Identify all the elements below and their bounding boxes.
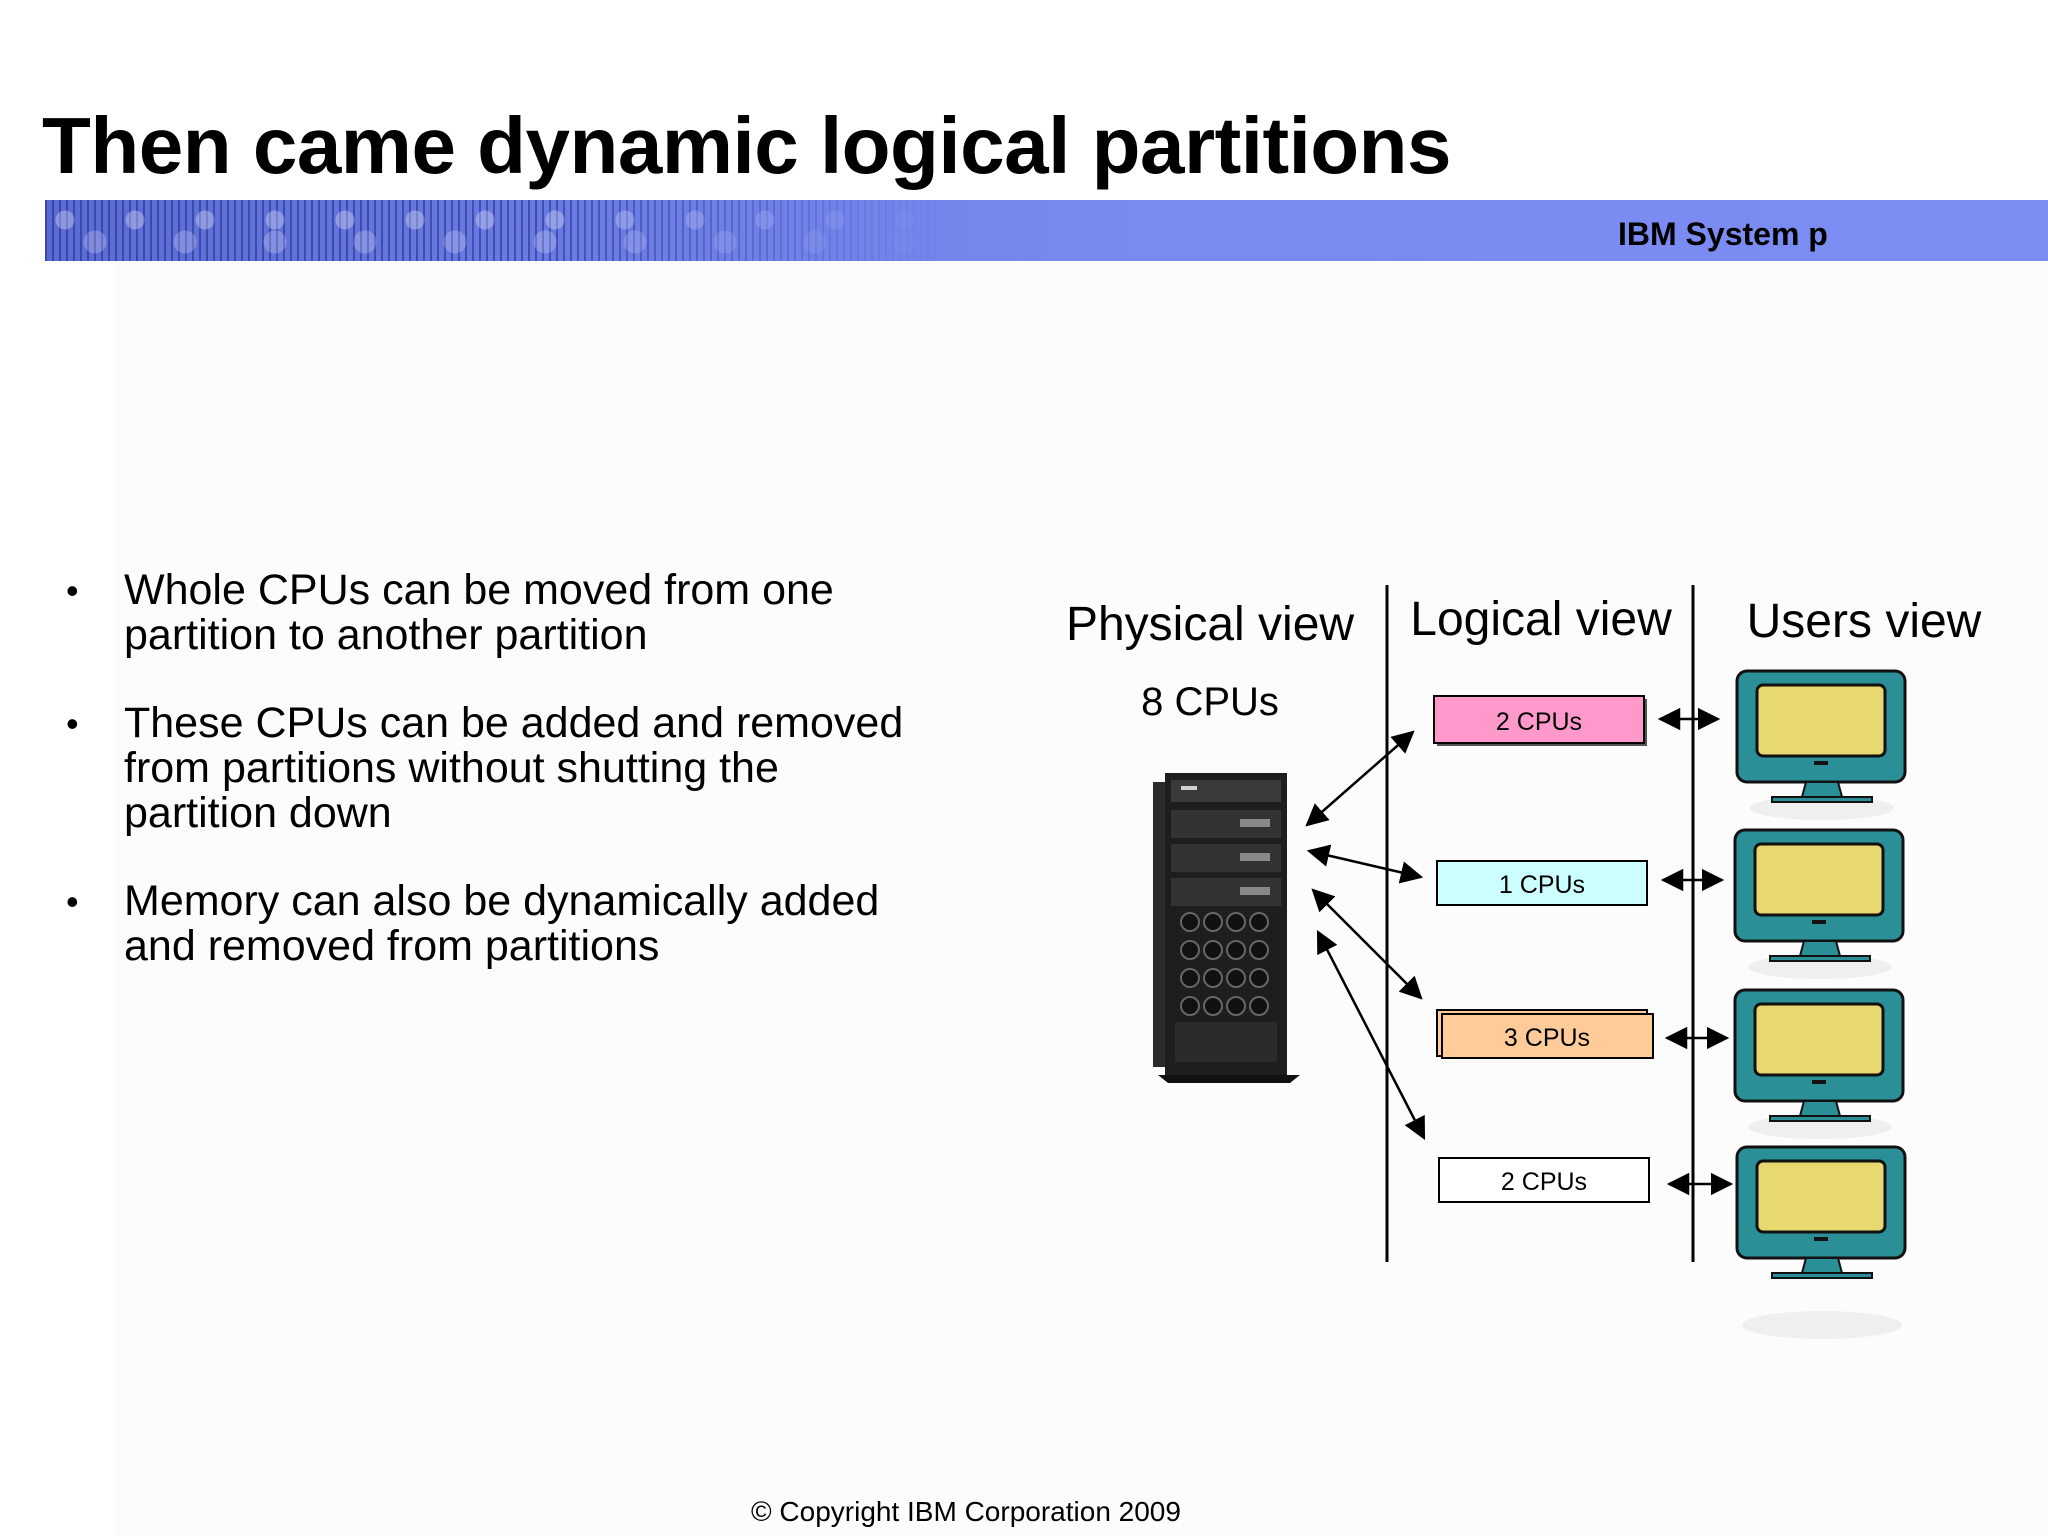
logical-view-header: Logical view bbox=[1410, 593, 1672, 646]
partition-box: 3 CPUs bbox=[1436, 1009, 1654, 1059]
bullet-line: partition to another partition bbox=[124, 611, 648, 659]
bullet-line: and removed from partitions bbox=[124, 922, 660, 970]
connector-arrows bbox=[1305, 730, 1426, 1141]
copyright-footer: © Copyright IBM Corporation 2009 bbox=[751, 1496, 1181, 1527]
bullet-item: • Memory can also be dynamically added a… bbox=[60, 879, 980, 969]
bullet-item: • Whole CPUs can be moved from one parti… bbox=[60, 568, 980, 658]
bullet-list: • Whole CPUs can be moved from one parti… bbox=[60, 568, 980, 1012]
monitor-icon bbox=[1735, 669, 1907, 820]
partition-box: 1 CPUs bbox=[1436, 860, 1648, 906]
bullet-dot: • bbox=[66, 570, 79, 611]
physical-view-header: Physical view bbox=[1066, 598, 1354, 651]
server-rack-icon bbox=[1153, 773, 1300, 1083]
physical-cpu-count: 8 CPUs bbox=[1141, 680, 1279, 724]
monitor-icon bbox=[1733, 988, 1905, 1139]
partition-label: 3 CPUs bbox=[1504, 1024, 1590, 1052]
connector-arrow bbox=[1316, 929, 1426, 1141]
partition-box: 2 CPUs bbox=[1433, 695, 1647, 746]
bullet-line: Whole CPUs can be moved from one bbox=[124, 566, 834, 614]
users-view-header: Users view bbox=[1747, 595, 1982, 648]
bullet-dot: • bbox=[66, 703, 79, 744]
partition-label: 1 CPUs bbox=[1499, 871, 1585, 899]
partition-label: 2 CPUs bbox=[1496, 708, 1582, 736]
bullet-line: partition down bbox=[124, 789, 392, 837]
bullet-line: These CPUs can be added and removed bbox=[124, 699, 904, 747]
bullet-line: from partitions without shutting the bbox=[124, 744, 779, 792]
bullet-dot: • bbox=[66, 881, 79, 922]
monitor-icon bbox=[1735, 1145, 1907, 1339]
banner-pattern bbox=[45, 200, 945, 261]
monitor-icon bbox=[1733, 828, 1905, 979]
bullet-line: Memory can also be dynamically added bbox=[124, 877, 880, 925]
bullet-item: • These CPUs can be added and removed fr… bbox=[60, 701, 980, 836]
partition-label: 2 CPUs bbox=[1501, 1168, 1587, 1196]
brand-label: IBM System p bbox=[1618, 216, 1828, 252]
content-area bbox=[115, 262, 2048, 1536]
connector-arrow bbox=[1306, 844, 1424, 884]
header-banner bbox=[45, 200, 2048, 261]
slide-title: Then came dynamic logical partitions bbox=[42, 101, 1452, 190]
partition-box: 2 CPUs bbox=[1438, 1157, 1650, 1203]
connector-arrow bbox=[1305, 730, 1415, 827]
